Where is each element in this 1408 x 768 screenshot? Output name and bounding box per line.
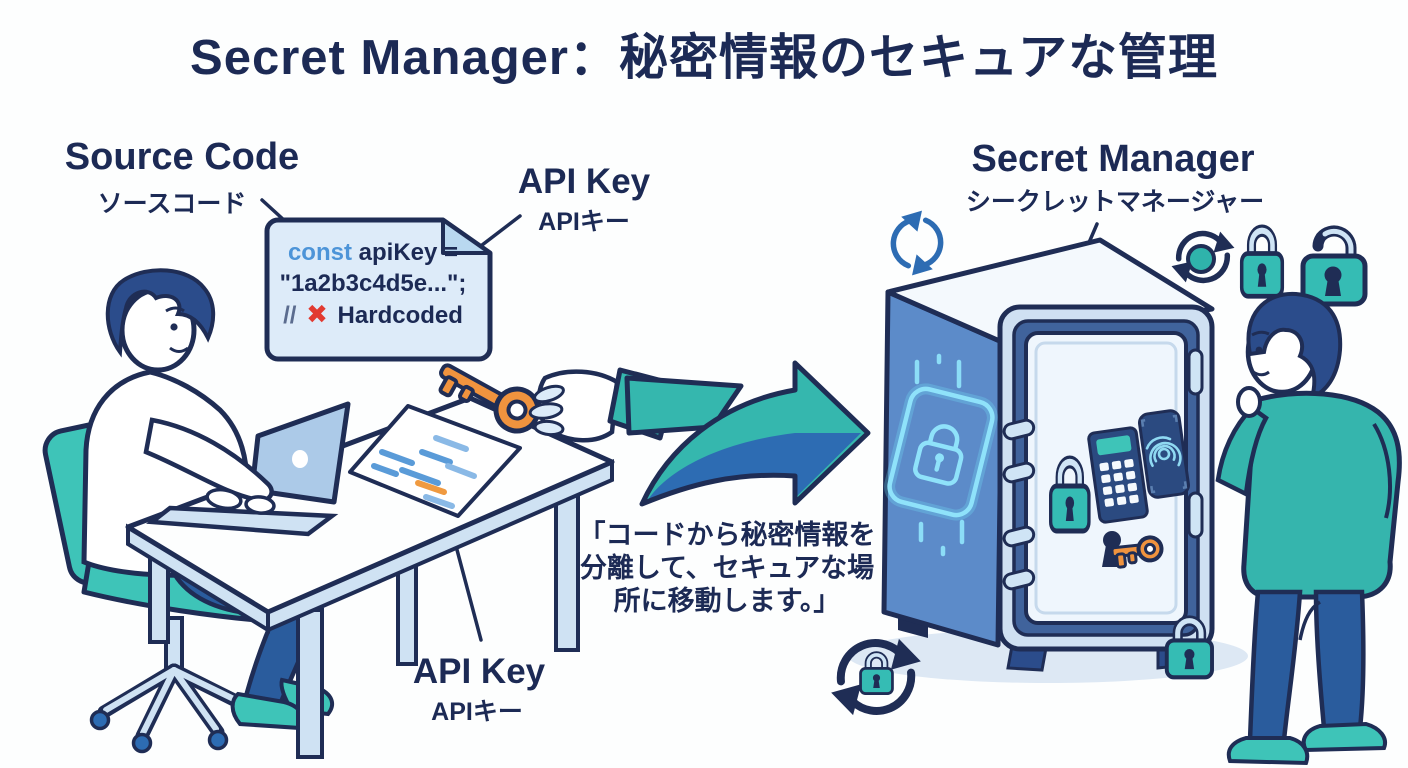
observer-brow [1251, 330, 1270, 337]
api-key-bottom-label-en: API Key [412, 652, 546, 691]
observer-smile [1251, 369, 1270, 377]
keypad-icon [1087, 426, 1149, 524]
observer-eye [1255, 346, 1263, 354]
sync-teal-icon [1168, 222, 1237, 293]
observer-leg-right [1313, 589, 1366, 731]
migration-quote: 「コードから秘密情報を 分離して、セキュアな場 所に移動します。」 [579, 519, 876, 618]
developer-arm [143, 417, 276, 515]
curved-arrow [624, 360, 871, 507]
code-line-comment: // ✖ Hardcoded [268, 299, 478, 331]
api-key-bottom-label-ja: APIキー [431, 698, 523, 726]
observer-leg-left [1247, 589, 1303, 743]
comment-text: Hardcoded [330, 302, 463, 329]
observer-shoe-left [1226, 736, 1310, 766]
observer-arm [1215, 405, 1269, 498]
safe-hinges [1002, 418, 1036, 591]
developer-eye [170, 323, 178, 331]
laptop-base [146, 505, 339, 537]
glowing-lock-icon [884, 353, 998, 557]
api-key-top-label-ja: APIキー [538, 208, 630, 236]
observer-hand [1236, 386, 1262, 418]
comment-slashes: // [283, 302, 304, 329]
code-keyword: const [287, 239, 352, 266]
code-line-declaration: const apiKey = [268, 237, 478, 268]
safe-handle [1187, 348, 1204, 539]
source-code-label-ja: ソースコード [97, 190, 247, 218]
observer-figure [1215, 291, 1402, 766]
fingerprint-scanner-icon [1138, 409, 1190, 499]
quote-line-1: 「コードから秘密情報を [578, 520, 876, 550]
highlighted-secret-line [415, 480, 447, 495]
secret-manager-label-en: Secret Manager [971, 138, 1255, 180]
developer-brow [165, 306, 185, 313]
api-key-top-label-en: API Key [517, 162, 651, 201]
secret-manager-label-ja: シークレットマネージャー [965, 188, 1265, 216]
code-declaration: apiKey = [351, 239, 459, 266]
card-fold-corner [441, 218, 492, 255]
developer-hair [105, 268, 216, 358]
api-key [438, 363, 541, 434]
code-line-value: "1a2b3c4d5e..."; [279, 270, 467, 297]
developer-smile [169, 346, 189, 353]
source-code-label-en: Source Code [64, 136, 300, 178]
vault-safe [848, 237, 1248, 683]
laptop [146, 401, 351, 537]
code-snippet: const apiKey = "1a2b3c4d5e..."; // ✖ Har… [268, 237, 478, 331]
observer-shoe-right [1301, 721, 1387, 753]
code-card [264, 217, 493, 362]
error-x-icon: ✖ [306, 299, 328, 329]
code-document [348, 404, 522, 518]
laptop-logo [292, 450, 308, 468]
page-title: Secret Manager：秘密情報のセキュアな管理 [190, 31, 1218, 85]
sync-icon [877, 203, 957, 283]
closed-padlock-icon [1242, 231, 1283, 297]
quote-line-2: 分離して、セキュアな場 [579, 553, 875, 583]
door-key-icon [1110, 535, 1164, 569]
open-padlock-icon [1300, 225, 1368, 307]
quote-line-3: 所に移動します。」 [613, 586, 841, 616]
